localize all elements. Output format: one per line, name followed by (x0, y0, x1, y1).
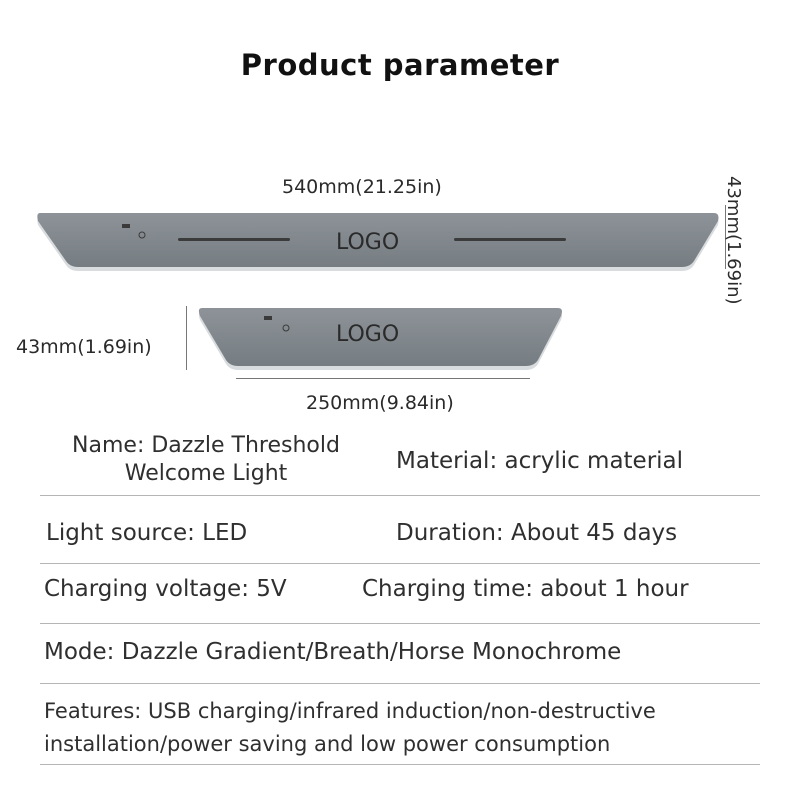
large-plate-sensor-icon (122, 224, 130, 228)
small-plate-height-line (186, 306, 187, 370)
spec-charging-voltage: Charging voltage: 5V (44, 576, 287, 602)
large-plate-height-label: 43mm(1.69in) (723, 176, 744, 305)
large-plate-logo: LOGO (336, 230, 400, 255)
divider-3 (40, 623, 760, 624)
small-plate-power-icon (282, 324, 290, 332)
divider-5 (40, 764, 760, 765)
spec-charging-time: Charging time: about 1 hour (362, 576, 689, 602)
small-plate-height-label: 43mm(1.69in) (16, 336, 152, 358)
spec-features-line1: Features: USB charging/infrared inductio… (44, 699, 656, 723)
small-plate-length-line (236, 378, 530, 379)
spec-mode: Mode: Dazzle Gradient/Breath/Horse Monoc… (44, 639, 622, 665)
page-title: Product parameter (240, 48, 560, 82)
spec-name-line2: Welcome Light (124, 461, 288, 486)
spec-features-line2: installation/power saving and low power … (44, 732, 611, 756)
large-plate-light-bar-left (178, 238, 290, 241)
large-plate-light-bar-right (454, 238, 566, 241)
large-plate-length-label: 540mm(21.25in) (282, 176, 442, 198)
small-plate-sensor-icon (264, 316, 272, 320)
small-plate-length-label: 250mm(9.84in) (306, 392, 454, 414)
spec-light-source: Light source: LED (46, 520, 248, 546)
large-plate-illustration (37, 213, 719, 271)
spec-name-line1: Name: Dazzle Threshold (72, 433, 340, 458)
large-plate-power-icon (138, 231, 146, 239)
divider-2 (40, 563, 760, 564)
spec-duration: Duration: About 45 days (396, 520, 678, 546)
large-plate-height-line (725, 205, 726, 269)
divider-1 (40, 495, 760, 496)
spec-name: Name: Dazzle Threshold Welcome Light (46, 432, 366, 488)
divider-4 (40, 683, 760, 684)
small-plate-logo: LOGO (336, 322, 400, 347)
spec-material: Material: acrylic material (396, 448, 684, 474)
small-plate-illustration (198, 308, 562, 370)
large-plate-face (37, 213, 719, 267)
spec-features: Features: USB charging/infrared inductio… (44, 695, 764, 761)
small-plate-face (198, 308, 562, 366)
